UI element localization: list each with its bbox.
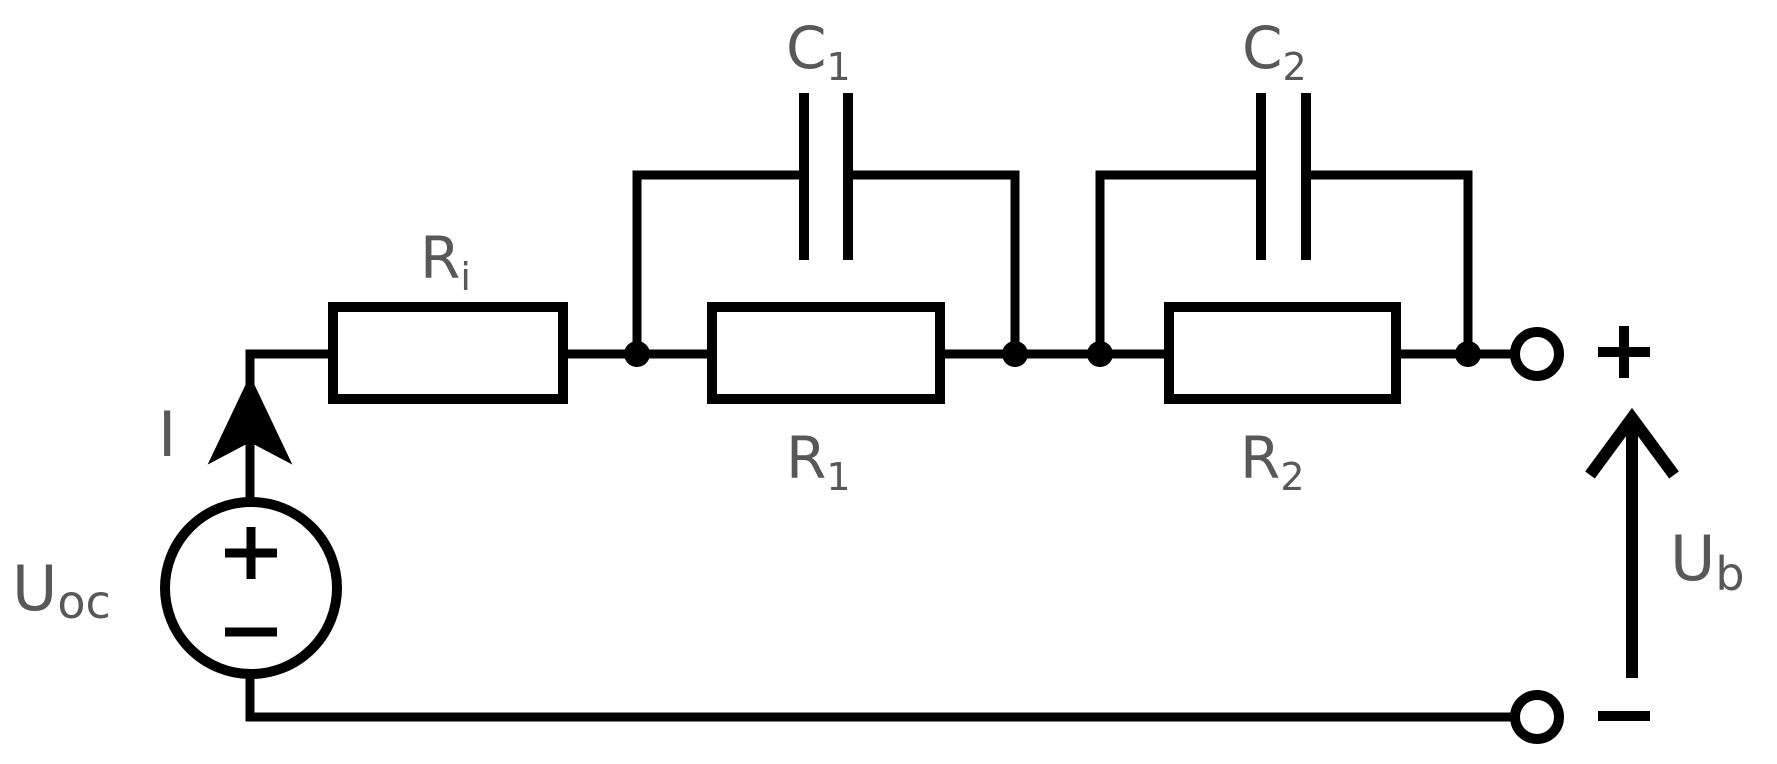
wire-c2-left [1095,170,1266,359]
label-r2: R2 [1240,424,1305,499]
terminal-minus [1510,690,1564,744]
wire-bottom-return [245,672,1517,722]
current-arrow-icon [207,375,293,465]
capacitor-c2 [1256,93,1311,260]
wire-c2-right [1301,170,1473,359]
label-current: I [158,398,176,471]
junction-dot [1087,341,1113,367]
wire-c1-left [632,170,809,359]
voltage-arrow-icon [1585,407,1679,678]
capacitor-c1 [799,93,853,260]
resistor-ri [328,302,568,404]
terminal-plus-sign [1598,326,1650,378]
voltage-source-uoc [160,497,342,679]
label-uoc: Uoc [12,552,111,629]
junction-dot [624,341,650,367]
resistor-r2 [1164,302,1401,404]
wires [245,170,1517,722]
label-r1: R1 [786,424,851,499]
resistor-r1 [707,302,945,404]
junction-dot [1002,341,1028,367]
label-ub: Ub [1670,522,1745,601]
junction-dot [1455,341,1481,367]
wire-source-to-ri [245,349,338,503]
label-c1: C1 [786,14,851,89]
wire-c1-right [843,170,1020,359]
label-ri: Ri [420,224,471,299]
label-c2: C2 [1242,14,1307,89]
terminal-plus [1510,327,1564,381]
